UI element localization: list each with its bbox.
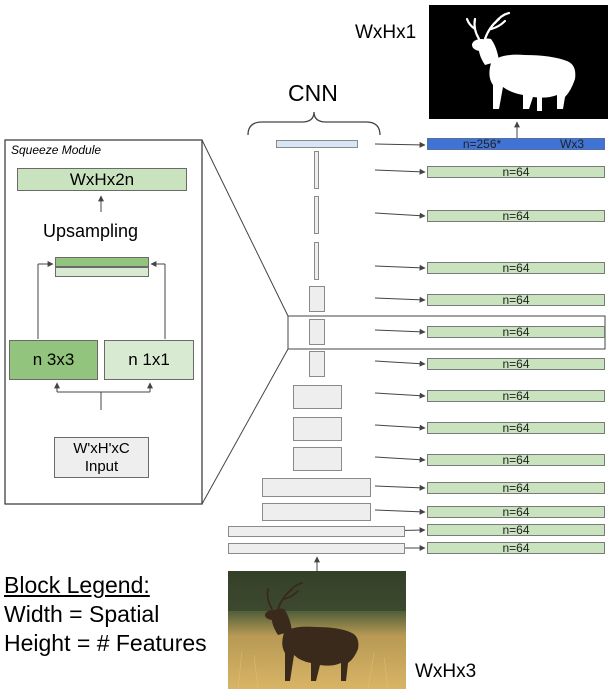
cnn-block: [293, 385, 342, 409]
squeeze-module-title: Squeeze Module: [11, 143, 102, 157]
cnn-block: [314, 242, 319, 280]
feature-map: [427, 358, 605, 370]
feature-label: n=64: [502, 165, 530, 179]
cnn-block: [309, 286, 325, 312]
feature-top-dims-label: Wx3: [560, 137, 584, 151]
feature-map: [427, 390, 605, 402]
feature-map: [427, 326, 605, 338]
concat-block-bottom: [55, 267, 149, 277]
cnn-block: [314, 196, 319, 234]
feature-label: n=64: [502, 453, 530, 467]
feature-map: [427, 506, 605, 518]
input-elk-photo: [228, 571, 406, 689]
feature-label: n=64: [502, 209, 530, 223]
conv1x1-block: n 1x1: [104, 340, 194, 380]
legend-height: Height = # Features: [4, 630, 207, 656]
legend-width: Width = Spatial: [4, 601, 160, 627]
cnn-block: [293, 417, 342, 441]
feature-label: n=64: [502, 421, 530, 435]
zoom-line-bottom: [201, 348, 289, 505]
feature-label: n=64: [502, 523, 530, 537]
squeeze-input-dims: W'xH'xC: [73, 440, 130, 457]
cnn-block: [309, 319, 325, 345]
feature-map: [427, 262, 605, 274]
conv3x3-block: n 3x3: [9, 340, 98, 380]
squeeze-output-block: WxHx2n: [17, 168, 187, 191]
feature-map: [427, 482, 605, 494]
legend-title: Block Legend:: [4, 572, 150, 598]
cnn-block: [228, 543, 405, 554]
feature-map: [427, 454, 605, 466]
squeeze-module-frame: [4, 139, 203, 505]
feature-map: [427, 166, 605, 178]
feature-map: [427, 294, 605, 306]
feature-label: n=64: [502, 541, 530, 555]
upsampling-label: Upsampling: [43, 221, 139, 241]
feature-label: n=64: [502, 389, 530, 403]
output-dims-label: WxHx1: [355, 22, 417, 43]
feature-label: n=64: [502, 357, 530, 371]
feature-map: [427, 210, 605, 222]
squeeze-input-label: Input: [84, 458, 119, 475]
concat-block-top: [55, 257, 149, 267]
cnn-block: [309, 351, 325, 377]
cnn-block: [314, 151, 319, 189]
highlight-frame: [287, 315, 606, 350]
feature-map: [427, 422, 605, 434]
cnn-brace: [247, 111, 381, 136]
feature-label: n=64: [502, 293, 530, 307]
feature-label: n=64: [502, 325, 530, 339]
feature-map: [427, 524, 605, 536]
feature-map-top: [427, 138, 605, 150]
zoom-line-top: [201, 139, 289, 317]
feature-label: n=64: [502, 505, 530, 519]
feature-map: [427, 542, 605, 554]
output-mask-image: [429, 5, 608, 119]
feature-label: n=64: [502, 261, 530, 275]
cnn-block: [262, 503, 371, 521]
cnn-block: [293, 447, 342, 471]
cnn-block: [228, 526, 405, 537]
feature-label: n=64: [502, 481, 530, 495]
input-dims-label: WxHx3: [415, 661, 477, 682]
cnn-label: CNN: [288, 80, 338, 106]
cnn-block: [276, 140, 358, 148]
squeeze-input-block: W'xH'xC Input: [54, 437, 149, 478]
feature-top-n-label: n=256*: [462, 137, 502, 151]
cnn-block: [262, 478, 371, 497]
